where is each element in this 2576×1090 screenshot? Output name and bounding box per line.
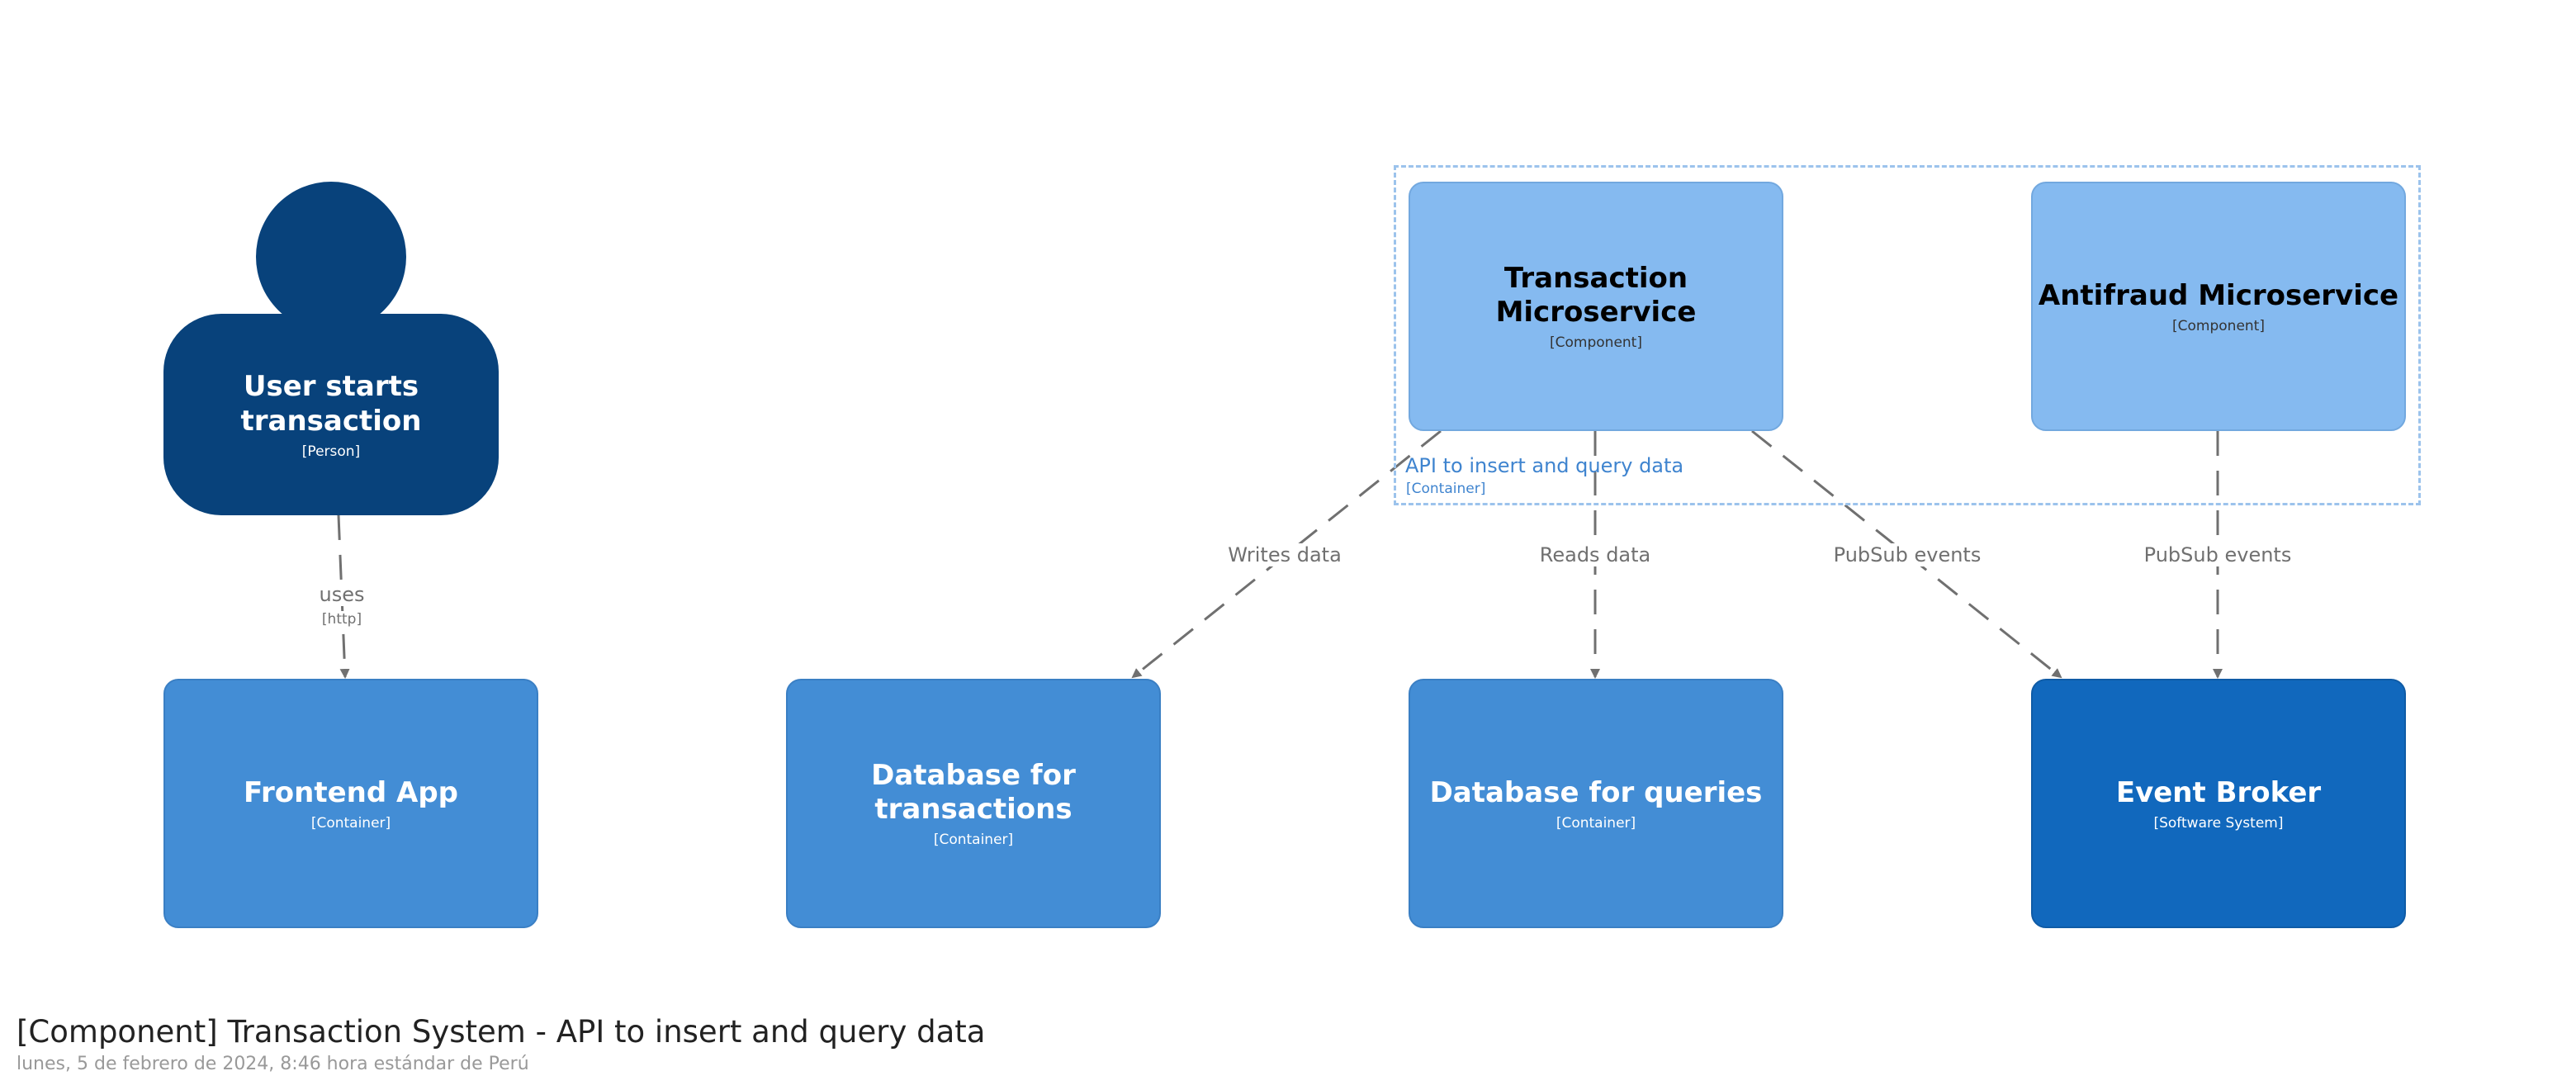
system-type: [Software System] [2153,814,2284,832]
component-type: [Component] [1550,334,1642,351]
container-name: Database for transactions [871,759,1076,826]
container-frontend-app[interactable]: Frontend App [Container] [163,679,538,928]
container-name: Database for queries [1429,775,1763,809]
edge-label-pubsub-antifraud: PubSub events [2140,543,2295,566]
person-head-shape [256,182,406,332]
component-name: Transaction Microservice [1495,262,1697,329]
person-name: User starts transaction [240,370,422,438]
edge-tech-uses: [http] [318,611,366,628]
system-name: Event Broker [2115,775,2322,809]
container-database-queries[interactable]: Database for queries [Container] [1409,679,1783,928]
diagram-subtitle: lunes, 5 de febrero de 2024, 8:46 hora e… [17,1054,529,1074]
edge-label-reads-data: Reads data [1536,543,1655,566]
person-user[interactable]: User starts transaction [Person] [163,314,499,515]
diagram-title: [Component] Transaction System - API to … [17,1014,986,1050]
edge-label-uses: uses [315,583,368,606]
container-type: [Container] [1556,814,1636,832]
container-type: [Container] [933,832,1014,848]
person-type: [Person] [301,443,361,460]
container-type: [Container] [310,814,391,832]
edge-pubsub-transaction [1751,429,2062,679]
container-database-transactions[interactable]: Database for transactions [Container] [786,679,1161,928]
container-boundary [1394,165,2421,505]
edge-label-writes-data: Writes data [1224,543,1345,566]
boundary-title: API to insert and query data [1405,454,1684,477]
component-antifraud-microservice[interactable]: Antifraud Microservice [Component] [2031,182,2406,431]
container-name: Frontend App [243,775,459,809]
edge-label-pubsub-transaction: PubSub events [1830,543,1985,566]
component-name: Antifraud Microservice [2038,278,2399,312]
edge-writes-data [1131,429,1442,679]
component-type: [Component] [2172,317,2265,334]
system-event-broker[interactable]: Event Broker [Software System] [2031,679,2406,928]
boundary-type: [Container] [1406,481,1486,497]
component-transaction-microservice[interactable]: Transaction Microservice [Component] [1409,182,1783,431]
